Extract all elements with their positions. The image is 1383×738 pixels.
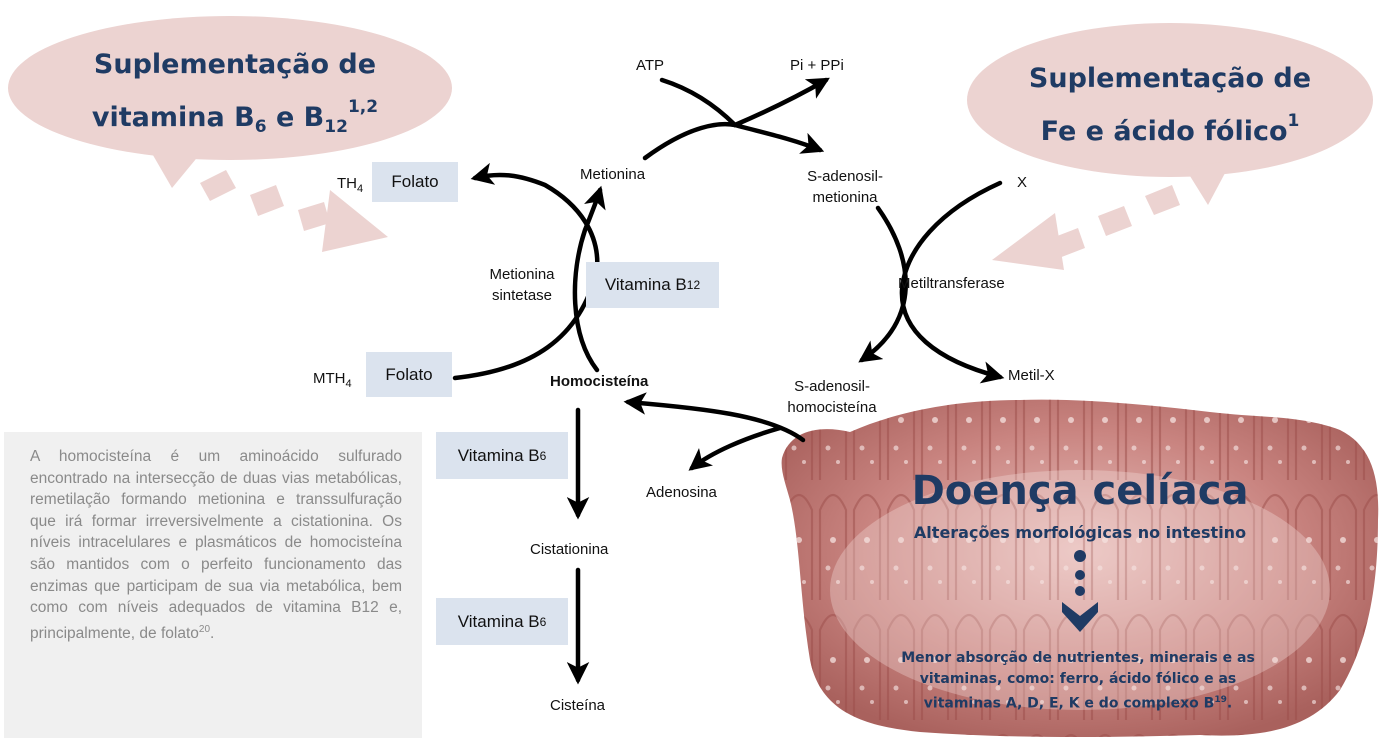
- celiac-down-indicator: [1062, 550, 1098, 632]
- label-mth4-sub: 4: [345, 378, 352, 390]
- label-atp: ATP: [636, 57, 665, 74]
- info-paragraph: A homocisteína é um aminoácido sulfurado…: [30, 446, 402, 645]
- box-vitb6-second-sub: 6: [539, 614, 547, 629]
- right-bubble-text: Suplementação de Fe e ácido fólico1: [1000, 58, 1340, 153]
- cycle-arrows: [452, 77, 1005, 685]
- label-th4: TH4: [337, 175, 363, 195]
- label-adenosina: Adenosina: [646, 484, 717, 501]
- info-panel: A homocisteína é um aminoácido sulfurado…: [4, 432, 422, 738]
- info-paragraph-sup: 20: [198, 623, 211, 635]
- celiac-desc-line3: vitaminas A, D, E, K e do complexo B: [923, 695, 1215, 712]
- celiac-description: Menor absorção de nutrientes, minerais e…: [838, 648, 1318, 715]
- intestine-tissue-image: [781, 399, 1379, 737]
- label-s-adenosil-homocisteina: S-adenosil- homocisteína: [772, 376, 892, 418]
- label-ms-line1: Metionina: [489, 266, 555, 283]
- info-paragraph-text: A homocisteína é um aminoácido sulfurado…: [30, 448, 402, 642]
- celiac-desc-sup: 19: [1214, 695, 1227, 705]
- label-sah-line2: homocisteína: [787, 399, 877, 416]
- label-th4-text: TH: [337, 175, 357, 192]
- right-bubble-line2: Fe e ácido fólico: [1040, 116, 1288, 147]
- left-bubble-line2a: vitamina B: [91, 102, 255, 133]
- label-pi-ppi: Pi + PPi: [790, 57, 844, 74]
- label-metil-x: Metil-X: [1008, 367, 1055, 384]
- box-folato-bottom-label: Folato: [385, 364, 433, 384]
- box-folato-top: Folato: [372, 162, 458, 202]
- left-bubble-sup: 1,2: [347, 97, 379, 117]
- label-s-adenosil-metionina: S-adenosil- metionina: [790, 166, 900, 208]
- label-x: X: [1017, 174, 1028, 191]
- left-bubble-line1: Suplementação de: [93, 49, 377, 80]
- right-dashed-arrow: [992, 185, 1180, 270]
- celiac-desc-line1: Menor absorção de nutrientes, minerais e…: [901, 650, 1255, 666]
- box-vitb6-first-label: Vitamina B: [457, 445, 540, 465]
- label-ms-line2: sintetase: [491, 287, 553, 304]
- box-folato-top-label: Folato: [391, 172, 439, 191]
- label-mth4-text: MTH: [313, 370, 346, 387]
- label-metiltransferase: Metiltransferase: [898, 275, 1005, 292]
- label-metionina-sintetase: Metionina sintetase: [472, 264, 572, 306]
- box-folato-bottom: Folato: [366, 352, 452, 397]
- right-bubble-sup: 1: [1287, 111, 1300, 131]
- label-sam-line1: S-adenosil-: [807, 168, 883, 185]
- celiac-title: Doença celíaca: [911, 468, 1249, 514]
- label-th4-sub: 4: [357, 183, 364, 195]
- info-paragraph-end: .: [210, 624, 215, 642]
- label-mth4: MTH4: [313, 370, 352, 390]
- label-metionina: Metionina: [580, 166, 646, 183]
- label-sah-line1: S-adenosil-: [794, 378, 870, 395]
- celiac-desc-end: .: [1226, 695, 1233, 712]
- box-vitb6-second-label: Vitamina B: [457, 611, 540, 631]
- right-speech-bubble: [967, 23, 1373, 205]
- celiac-subtitle: Alterações morfológicas no intestino: [913, 523, 1247, 542]
- right-bubble-line1: Suplementação de: [1028, 63, 1312, 94]
- box-vitb6-first-sub: 6: [539, 448, 547, 463]
- label-cistationina: Cistationina: [530, 541, 609, 558]
- left-speech-bubble: [8, 16, 452, 188]
- label-homocisteina: Homocisteína: [550, 373, 649, 390]
- left-bubble-sub2: 12: [324, 117, 348, 137]
- celiac-desc-line2: vitaminas, como: ferro, ácido fólico e a…: [919, 671, 1237, 687]
- left-bubble-line2b: e B: [266, 102, 325, 133]
- box-vitb12-sub: 12: [686, 278, 701, 292]
- left-bubble-text: Suplementação de vitamina B6 e B121,2: [35, 44, 435, 148]
- box-vitb12-label: Vitamina B: [604, 275, 687, 294]
- left-bubble-sub1: 6: [254, 117, 267, 137]
- label-sam-line2: metionina: [812, 189, 878, 206]
- left-dashed-arrow: [200, 170, 388, 252]
- label-cisteina: Cisteína: [550, 697, 606, 714]
